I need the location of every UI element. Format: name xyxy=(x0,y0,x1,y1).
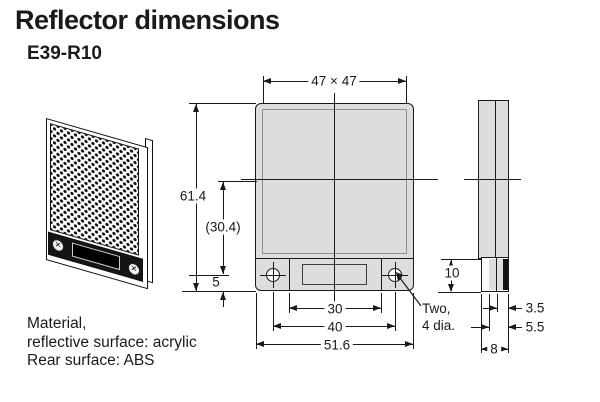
leader-arrow xyxy=(396,272,422,307)
reflector-front-face: ✕ ✕ xyxy=(46,118,148,290)
dim-slot-width-label: 30 xyxy=(324,301,346,316)
arrowhead xyxy=(289,305,297,312)
flange-slot-left-line xyxy=(289,259,291,290)
ext-line xyxy=(405,76,407,104)
arrowhead xyxy=(481,345,489,352)
hole-note-line1: Two, xyxy=(422,301,451,316)
ext-line xyxy=(263,76,265,104)
ext-line xyxy=(394,292,396,331)
ext-line xyxy=(497,294,499,312)
ext-line xyxy=(218,181,257,182)
arrowhead xyxy=(398,77,406,84)
arrowhead xyxy=(220,292,227,300)
dim-hole-spacing-label: 40 xyxy=(324,319,346,334)
hole-crosshair xyxy=(394,262,396,288)
arrowhead xyxy=(220,182,227,190)
dim-center-to-holes-label: (30.4) xyxy=(202,219,244,235)
arrowhead xyxy=(508,323,516,330)
dim-hole-to-bottom-label: 5 xyxy=(212,274,220,290)
ext-line xyxy=(438,291,481,293)
arrowhead xyxy=(193,104,200,112)
ext-line xyxy=(380,293,382,313)
side-view-divider-line xyxy=(495,258,497,291)
dim-line xyxy=(471,326,489,328)
side-view-label-edge xyxy=(503,259,508,290)
arrowhead xyxy=(481,323,489,330)
dim-flange-height-label: 10 xyxy=(441,265,463,281)
hole-note: Two, 4 dia. xyxy=(422,300,455,334)
ext-line xyxy=(412,293,414,349)
material-note: Material, reflective surface: acrylic Re… xyxy=(27,315,197,371)
arrowhead xyxy=(448,260,455,268)
ext-line xyxy=(288,293,290,313)
arrowhead xyxy=(256,341,264,348)
arrowhead xyxy=(508,304,516,311)
page-title: Reflector dimensions xyxy=(15,5,280,35)
arrowhead xyxy=(387,323,395,330)
dim-reflective-area-label: 47 × 47 xyxy=(308,73,360,89)
flange-slot-right-line xyxy=(381,259,383,290)
hole-crosshair xyxy=(272,262,274,288)
arrowhead xyxy=(405,341,413,348)
hole-note-line2: 4 dia. xyxy=(422,318,456,333)
horizontal-centerline xyxy=(241,179,438,181)
dim-flange-thickness-label: 5.5 xyxy=(525,319,545,335)
dim-total-height-label: 61.4 xyxy=(176,188,210,204)
dim-rear-thickness-label: 3.5 xyxy=(525,300,545,316)
arrowhead xyxy=(373,305,381,312)
model-number: E39-R10 xyxy=(27,43,102,64)
ext-line xyxy=(489,294,491,331)
arrowhead xyxy=(500,345,508,352)
dim-total-thickness-label: 8 xyxy=(487,341,501,357)
ext-line xyxy=(508,294,510,353)
arrowhead xyxy=(263,77,271,84)
ext-line xyxy=(182,291,256,293)
material-note-line3: Rear surface: ABS xyxy=(27,352,155,369)
dim-total-width-label: 51.6 xyxy=(320,337,354,352)
material-note-line1: Material, xyxy=(27,315,87,332)
screw-icon: ✕ xyxy=(52,237,64,254)
screw-icon: ✕ xyxy=(128,261,140,277)
arrowhead xyxy=(193,283,200,291)
ext-line xyxy=(272,292,274,331)
vertical-centerline xyxy=(334,93,336,316)
material-note-line2: reflective surface: acrylic xyxy=(27,333,197,351)
side-centerline xyxy=(464,179,521,181)
ext-line xyxy=(189,102,256,104)
ext-line xyxy=(255,293,257,349)
ext-line xyxy=(481,294,483,353)
arrowhead xyxy=(448,284,455,292)
ext-line xyxy=(189,274,229,276)
ext-line xyxy=(441,259,481,261)
arrowhead xyxy=(489,304,497,311)
reflector-illustration: ✕ ✕ xyxy=(44,112,164,297)
arrowhead xyxy=(220,266,227,274)
arrowhead xyxy=(273,323,281,330)
